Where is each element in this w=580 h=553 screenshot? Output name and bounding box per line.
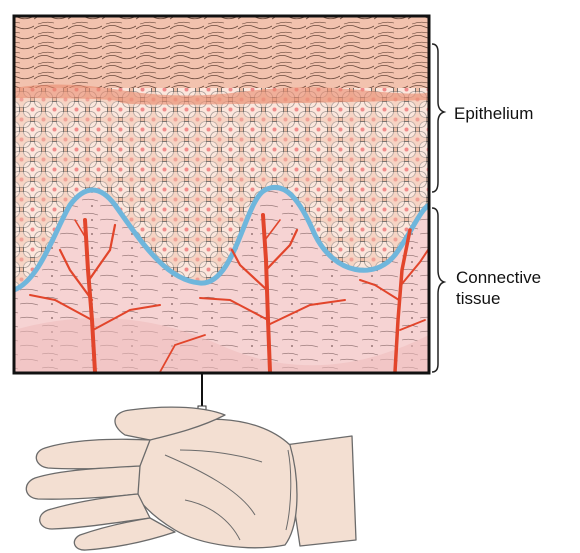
tissue-cross-section <box>14 16 429 373</box>
surface-squamous-layer <box>14 16 429 88</box>
epithelium-label: Epithelium <box>454 104 533 123</box>
connective-label-line2: tissue <box>456 289 500 308</box>
hand-illustration <box>26 407 356 550</box>
connective-tissue-bracket <box>432 208 444 372</box>
connective-label-line1: Connective <box>456 268 541 287</box>
epithelium-bracket <box>432 44 444 192</box>
index-finger <box>36 439 150 469</box>
middle-finger <box>26 466 140 499</box>
